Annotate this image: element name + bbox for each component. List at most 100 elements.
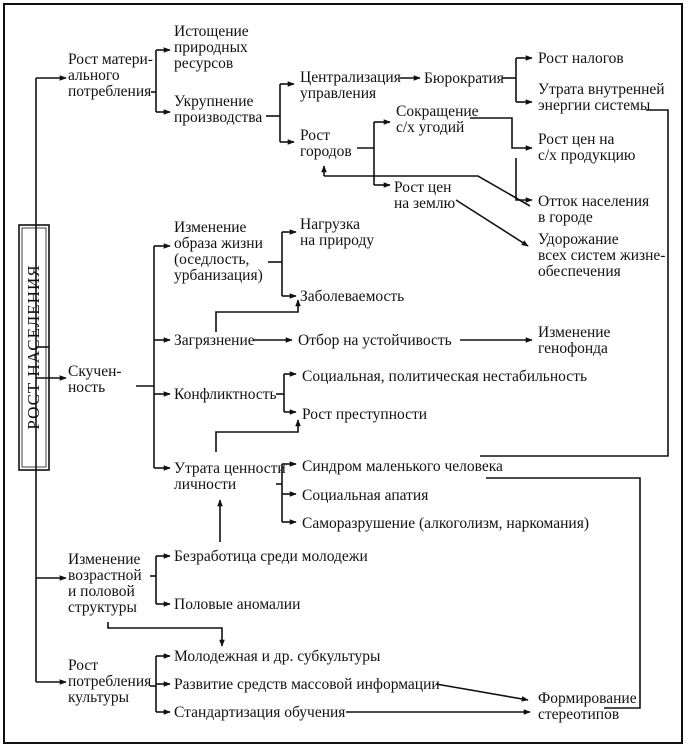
node-line: Заболеваемость bbox=[300, 288, 404, 305]
node-sindrom: Синдром маленького человека bbox=[302, 458, 503, 475]
node-line: генофонда bbox=[538, 340, 608, 357]
node-line: Утрата внутренней bbox=[538, 81, 665, 98]
node-line: Загрязнение bbox=[174, 332, 255, 349]
node-line: Скучен- bbox=[68, 363, 122, 380]
node-line: (оседлость, bbox=[174, 251, 249, 268]
node-line: образа жизни bbox=[174, 235, 263, 252]
node-line: Конфликтность bbox=[174, 386, 277, 403]
node-line: и половой bbox=[68, 583, 135, 600]
node-line: Рост преступности bbox=[302, 406, 427, 423]
node-subkultury: Молодежная и др. субкультуры bbox=[174, 648, 381, 665]
node-line: Нагрузка bbox=[300, 216, 360, 233]
node-line: Отбор на устойчивость bbox=[298, 332, 452, 349]
node-line: Стандартизация обучения bbox=[174, 704, 345, 721]
node-polovye: Половые аномалии bbox=[174, 596, 300, 613]
connectors bbox=[35, 47, 669, 715]
node-konfliktnost: Конфликтность bbox=[174, 386, 277, 403]
node-line: Изменение bbox=[538, 324, 611, 341]
node-nestabilnost: Социальная, политическая нестабильность bbox=[302, 368, 587, 385]
node-line: Безработица среди молодежи bbox=[174, 548, 368, 565]
node-line: Синдром маленького человека bbox=[302, 458, 503, 475]
node-line: городов bbox=[300, 143, 352, 160]
node-line: потребления bbox=[68, 83, 151, 100]
node-bezrabotica: Безработица среди молодежи bbox=[174, 548, 368, 565]
node-line: ресурсов bbox=[174, 55, 233, 72]
node-line: Рост матери- bbox=[68, 51, 153, 68]
node-smi: Развитие средств массовой информации bbox=[174, 676, 440, 693]
node-line: Укрупнение bbox=[174, 93, 253, 110]
node-line: Рост bbox=[68, 657, 98, 674]
node-rost-nalogov: Рост налогов bbox=[538, 50, 624, 67]
node-line: Утрата ценности bbox=[174, 460, 286, 477]
node-line: Социальная, политическая нестабильность bbox=[302, 368, 587, 385]
node-line: Рост цен bbox=[394, 179, 451, 196]
node-line: природных bbox=[174, 39, 248, 56]
node-line: с/х угодий bbox=[396, 119, 464, 136]
node-line: возрастной bbox=[68, 567, 142, 584]
node-line: обеспечения bbox=[538, 263, 621, 280]
node-line: управления bbox=[300, 85, 376, 102]
node-samorazrushenie: Саморазрушение (алкоголизм, наркомания) bbox=[302, 515, 589, 532]
node-line: Бюрократия bbox=[424, 70, 504, 87]
node-line: Изменение bbox=[174, 219, 247, 236]
node-line: личности bbox=[174, 476, 236, 493]
node-apatiya: Социальная апатия bbox=[302, 487, 428, 504]
node-line: культуры bbox=[68, 689, 130, 706]
node-line: Централизация bbox=[300, 69, 401, 86]
node-standartizaciya: Стандартизация обучения bbox=[174, 704, 345, 721]
title-text: РОСТ НАСЕЛЕНИЯ bbox=[24, 264, 43, 429]
node-line: структуры bbox=[68, 599, 138, 616]
node-line: урбанизация) bbox=[174, 267, 263, 284]
node-line: Половые аномалии bbox=[174, 596, 300, 613]
node-otbor: Отбор на устойчивость bbox=[298, 332, 452, 349]
node-line: Удорожание bbox=[538, 231, 619, 248]
diagram-frame bbox=[3, 3, 683, 744]
node-line: Саморазрушение (алкоголизм, наркомания) bbox=[302, 515, 589, 532]
node-line: энергии системы bbox=[538, 97, 651, 114]
node-line: Отток населения bbox=[538, 193, 649, 210]
node-line: Формирование bbox=[538, 690, 637, 707]
node-line: Развитие средств массовой информации bbox=[174, 676, 440, 693]
node-line: ность bbox=[68, 379, 105, 396]
node-line: стереотипов bbox=[538, 706, 619, 723]
node-line: Сокращение bbox=[396, 103, 479, 120]
node-line: производства bbox=[174, 109, 262, 126]
node-zabolevaemost: Заболеваемость bbox=[300, 288, 404, 305]
node-prestupnost: Рост преступности bbox=[302, 406, 427, 423]
node-line: на землю bbox=[394, 195, 455, 212]
node-byurokratiya: Бюрократия bbox=[424, 70, 504, 87]
node-line: Молодежная и др. субкультуры bbox=[174, 648, 381, 665]
node-line: Социальная апатия bbox=[302, 487, 428, 504]
node-skuchennost: Скучен-ность bbox=[68, 363, 122, 396]
node-line: ального bbox=[68, 67, 120, 84]
node-zagryaznenie: Загрязнение bbox=[174, 332, 255, 349]
node-line: всех систем жизне- bbox=[538, 247, 665, 264]
node-line: в городе bbox=[538, 209, 593, 226]
node-line: Рост налогов bbox=[538, 50, 624, 67]
node-line: потребления bbox=[68, 673, 151, 690]
node-line: Истощение bbox=[174, 23, 249, 40]
node-line: Изменение bbox=[68, 551, 141, 568]
node-line: Рост bbox=[300, 127, 330, 144]
node-line: с/х продукцию bbox=[538, 147, 636, 164]
node-line: Рост цен на bbox=[538, 131, 615, 148]
